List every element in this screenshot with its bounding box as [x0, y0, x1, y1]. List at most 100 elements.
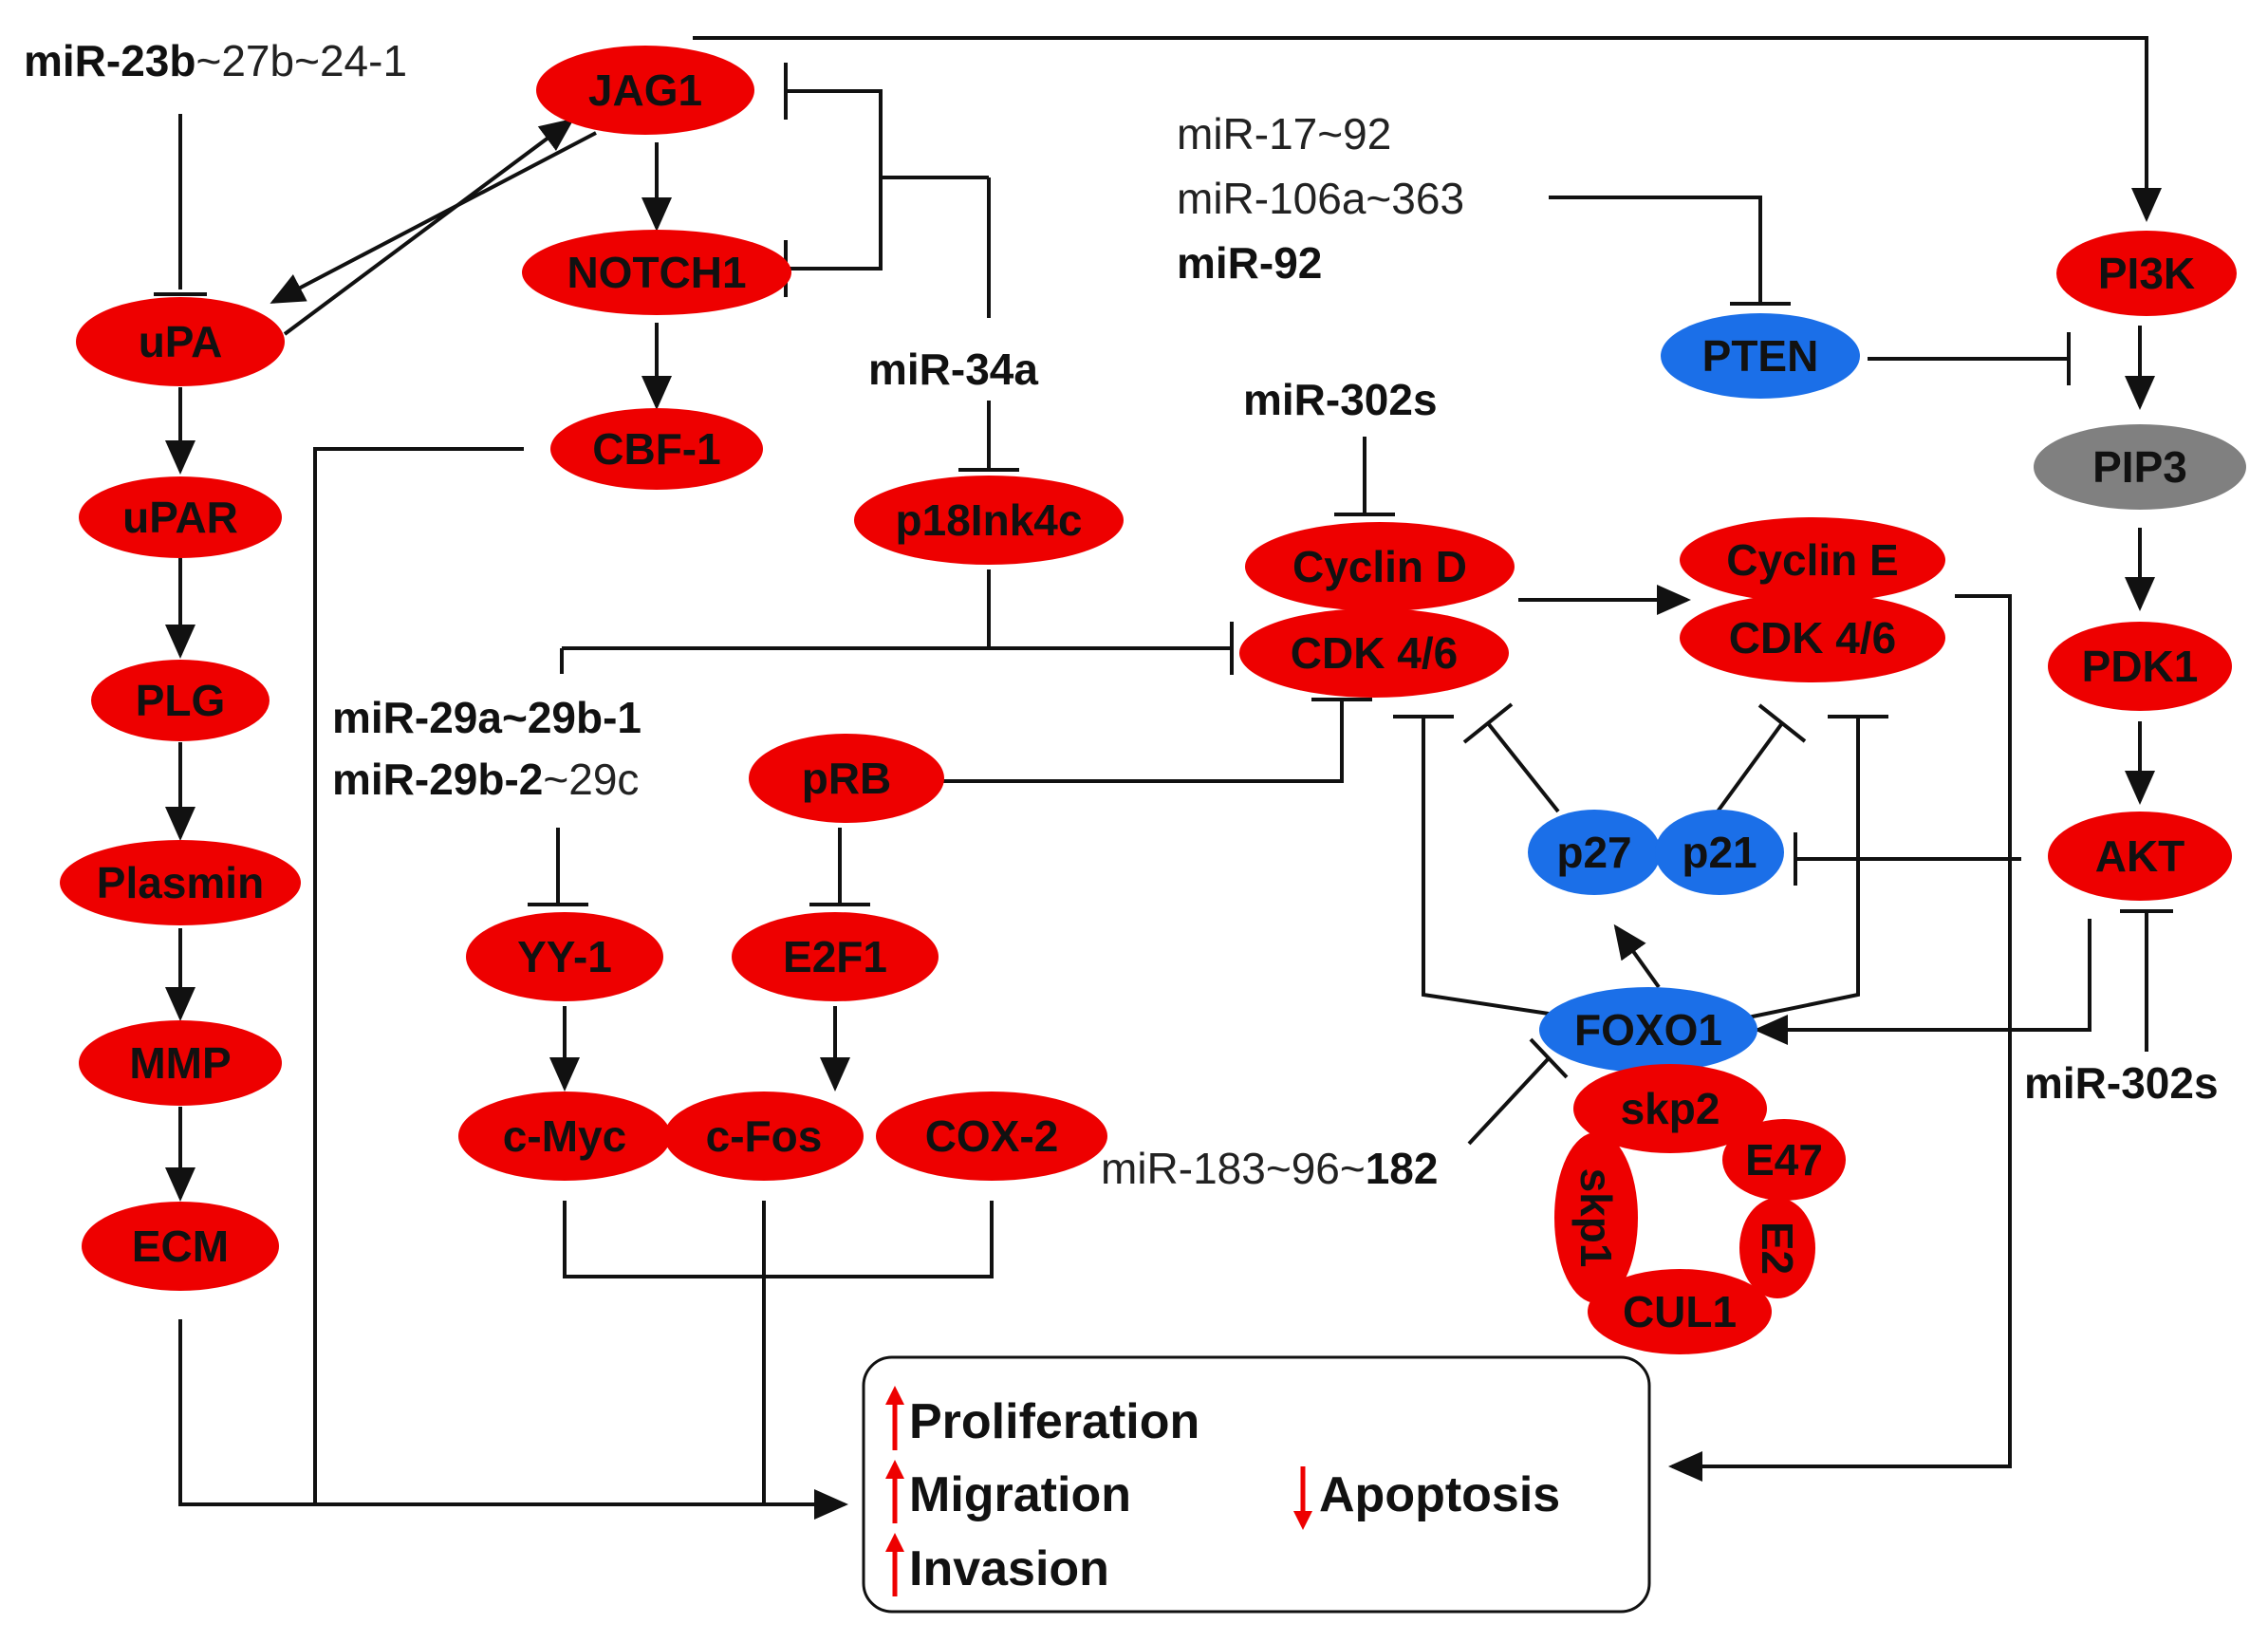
- outcomes-box: Proliferation Migration Invasion Apoptos…: [862, 1355, 1651, 1614]
- edge-akt-foxo1: [1754, 919, 2091, 1045]
- svg-text:uPA: uPA: [139, 317, 223, 366]
- svg-text:YY-1: YY-1: [517, 932, 612, 981]
- edge-foxo1-p27: [1613, 924, 1661, 989]
- edge-ecm-outcomes: [178, 1319, 848, 1520]
- outcome-invasion: Invasion: [885, 1533, 1109, 1596]
- svg-text:PTEN: PTEN: [1702, 331, 1819, 381]
- svg-text:uPAR: uPAR: [122, 493, 238, 542]
- edge-upa-jag1: [283, 118, 575, 336]
- svg-text:E2F1: E2F1: [783, 932, 887, 981]
- edge-foxo1-cdkb: [1747, 717, 1860, 1019]
- svg-text:CBF-1: CBF-1: [592, 424, 720, 474]
- node-cbf1: CBF-1: [550, 408, 763, 490]
- node-skp2: skp2: [1573, 1064, 1767, 1153]
- edge-prb-cdk: [925, 701, 1344, 783]
- up-arrow-icon: [885, 1386, 904, 1450]
- node-cyclin-e: Cyclin E: [1680, 517, 1945, 603]
- svg-text:FOXO1: FOXO1: [1574, 1005, 1722, 1054]
- node-cdk46-left: CDK 4/6: [1239, 608, 1509, 698]
- svg-text:PLG: PLG: [136, 676, 226, 725]
- svg-text:Cyclin D: Cyclin D: [1292, 542, 1467, 591]
- node-pip3: PIP3: [2034, 424, 2246, 510]
- svg-text:E2: E2: [1753, 1222, 1802, 1275]
- svg-text:p18Ink4c: p18Ink4c: [896, 495, 1083, 545]
- edge-cbf1-outcomes: [313, 447, 524, 1504]
- svg-text:Migration: Migration: [909, 1467, 1131, 1522]
- up-arrow-icon: [885, 1460, 904, 1523]
- edge-foxo1-cdka: [1422, 717, 1550, 1016]
- edge-targets-bracket: [563, 1201, 994, 1278]
- mirna-34a: miR-34a: [868, 345, 1038, 394]
- svg-text:COX-2: COX-2: [925, 1111, 1059, 1161]
- edge-mir183-foxo1: [1467, 1056, 1551, 1146]
- mirna-29a-29b1: miR-29a~29b-1: [332, 693, 641, 742]
- svg-text:c-Fos: c-Fos: [706, 1111, 823, 1161]
- node-upar: uPAR: [79, 476, 282, 558]
- node-cyclin-d: Cyclin D: [1245, 522, 1515, 611]
- outcome-proliferation: Proliferation: [885, 1386, 1199, 1450]
- node-ecm: ECM: [82, 1202, 279, 1291]
- svg-text:AKT: AKT: [2095, 831, 2185, 881]
- svg-text:PIP3: PIP3: [2092, 442, 2187, 492]
- nodes: JAG1 NOTCH1 CBF-1 uPA uPAR PLG Plasmin M…: [60, 46, 2246, 1354]
- node-yy1: YY-1: [466, 912, 663, 1001]
- node-e2f1: E2F1: [732, 912, 939, 1001]
- edge-p21-cdkb: [1716, 721, 1784, 813]
- node-p27: p27: [1528, 810, 1661, 895]
- svg-text:PDK1: PDK1: [2082, 642, 2199, 691]
- edge-p21-cdkb-bar: [1757, 703, 1807, 743]
- node-upa: uPA: [76, 297, 285, 386]
- edge-jag1-pi3k: [693, 36, 2162, 222]
- svg-text:skp2: skp2: [1621, 1084, 1720, 1133]
- node-p21: p21: [1655, 810, 1784, 895]
- svg-text:ECM: ECM: [132, 1222, 229, 1271]
- outcome-apoptosis: Apoptosis: [1293, 1466, 1560, 1530]
- outcome-migration: Migration: [885, 1460, 1131, 1523]
- mirna-23b-cluster: miR-23b~27b~24-1: [24, 36, 407, 85]
- edge-p27-cdka: [1486, 721, 1560, 813]
- edge-mir183-foxo1-bar: [1529, 1037, 1569, 1079]
- svg-text:CUL1: CUL1: [1623, 1287, 1737, 1336]
- node-pdk1: PDK1: [2048, 622, 2232, 711]
- node-notch1: NOTCH1: [522, 230, 791, 315]
- svg-text:Apoptosis: Apoptosis: [1319, 1467, 1560, 1522]
- svg-text:pRB: pRB: [802, 754, 892, 803]
- node-plg: PLG: [91, 660, 270, 741]
- node-jag1: JAG1: [536, 46, 754, 135]
- svg-text:skp1: skp1: [1571, 1168, 1621, 1268]
- node-cul1: CUL1: [1588, 1269, 1772, 1354]
- svg-text:Invasion: Invasion: [909, 1541, 1109, 1596]
- mirna-183-96-182: miR-183~96~182: [1101, 1144, 1438, 1193]
- node-skp1: skp1: [1554, 1132, 1638, 1303]
- edge-p27-cdka-bar: [1462, 702, 1514, 744]
- edge-bracket: [786, 89, 883, 271]
- mirna-29b2-29c: miR-29b-2~29c: [332, 755, 639, 804]
- edge-jag1-upa: [270, 131, 597, 304]
- mirna-17-92: miR-17~92: [1177, 109, 1391, 159]
- node-pten: PTEN: [1661, 313, 1860, 399]
- node-cfos: c-Fos: [664, 1092, 864, 1181]
- edges: [154, 36, 2173, 1520]
- node-akt: AKT: [2048, 812, 2232, 901]
- node-e47: E47: [1722, 1119, 1846, 1201]
- node-p18ink4c: p18Ink4c: [854, 476, 1124, 565]
- svg-text:Cyclin E: Cyclin E: [1726, 535, 1899, 585]
- node-plasmin: Plasmin: [60, 840, 301, 925]
- node-e2: E2: [1739, 1198, 1815, 1298]
- svg-text:CDK 4/6: CDK 4/6: [1291, 628, 1458, 678]
- svg-text:MMP: MMP: [129, 1038, 231, 1088]
- edge-mir17-pten: [1549, 196, 1762, 304]
- svg-text:JAG1: JAG1: [588, 65, 702, 115]
- svg-text:CDK 4/6: CDK 4/6: [1729, 613, 1896, 662]
- mirna-labels: miR-23b~27b~24-1 miR-17~92 miR-106a~363 …: [24, 36, 2219, 1193]
- svg-text:c-Myc: c-Myc: [503, 1111, 626, 1161]
- svg-text:p27: p27: [1556, 828, 1631, 877]
- node-cdk46-right: CDK 4/6: [1680, 593, 1945, 682]
- mirna-92: miR-92: [1177, 238, 1322, 288]
- svg-text:p21: p21: [1682, 828, 1757, 877]
- svg-text:Plasmin: Plasmin: [97, 858, 264, 907]
- node-prb: pRB: [749, 734, 944, 823]
- mirna-302s-top: miR-302s: [1243, 375, 1438, 424]
- node-pi3k: PI3K: [2056, 231, 2237, 316]
